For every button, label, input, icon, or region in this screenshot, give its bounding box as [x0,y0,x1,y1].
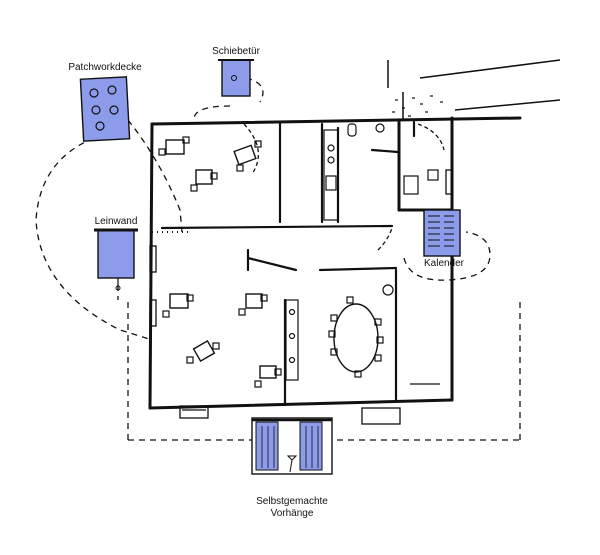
windows [149,169,453,425]
desks [158,136,282,388]
dining-table [328,296,384,378]
kitchen-fixtures [285,123,439,381]
wall-openings [152,186,281,233]
wall-calendar [423,209,461,257]
label-patchwork-blanket: Patchworkdecke [68,62,142,73]
patchwork-blanket [79,76,131,142]
projection-screen [94,228,138,291]
sliding-door [218,59,254,97]
handmade-curtains [251,417,333,475]
interior-walls [160,120,416,407]
label-sliding-door: Schiebetür [212,46,260,57]
label-projection-screen: Leinwand [94,216,138,227]
label-curtains-line1: Selbstgemachte [256,496,328,507]
label-curtains-line2: Vorhänge [270,508,314,519]
hatched-area [387,59,561,120]
door-swings [243,123,445,251]
outer-walls [148,116,522,410]
label-calendar: Kalender [423,258,465,269]
